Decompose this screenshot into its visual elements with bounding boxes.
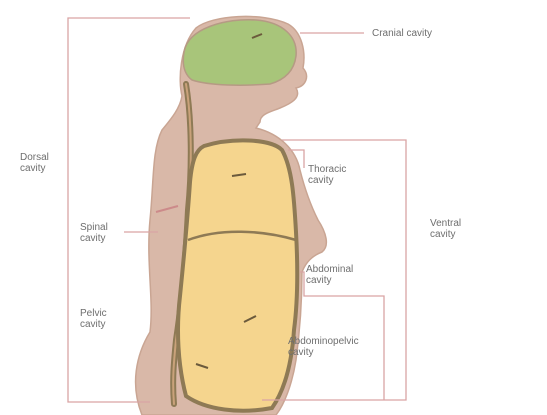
- pelvic-cavity-label: Pelvic cavity: [80, 308, 107, 330]
- spinal-cavity-label: Spinal cavity: [80, 222, 108, 244]
- thoracic-cavity-label: Thoracic cavity: [308, 164, 346, 186]
- abdominal-cavity-label: Abdominal cavity: [306, 264, 353, 286]
- ventral-cavity-label: Ventral cavity: [430, 218, 461, 240]
- dorsal-cavity-label: Dorsal cavity: [20, 152, 49, 174]
- ventral-cavity-shape: [178, 140, 297, 410]
- cranial-cavity-label: Cranial cavity: [372, 28, 432, 39]
- abdominopelvic-cavity-label: Abdominopelvic cavity: [288, 336, 359, 358]
